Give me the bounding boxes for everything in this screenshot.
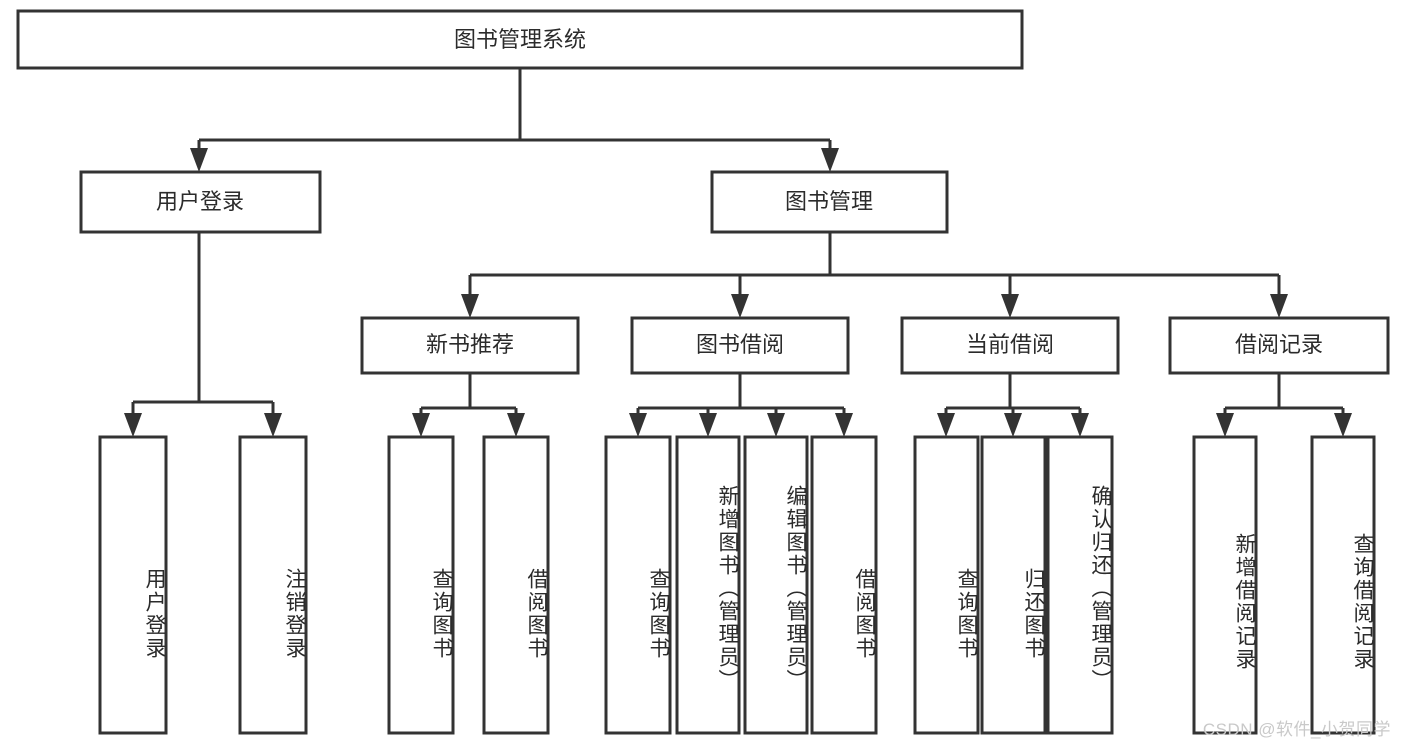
arrow-to-current-borrow xyxy=(1001,294,1019,318)
node-book-borrow-box[interactable] xyxy=(630,316,850,375)
edge-book-borrow-to-leaves-bus xyxy=(636,373,846,422)
arrow-to-borrow-record xyxy=(1270,294,1288,318)
edge-borrow-record-to-leaves-bus xyxy=(1223,373,1345,422)
node-new-book-recommend-box[interactable] xyxy=(360,316,580,375)
node-root[interactable]: 图书管理系统 xyxy=(16,9,1024,70)
node-leaf-edit-book-box[interactable] xyxy=(743,435,809,735)
arrow-to-leaf-add-book xyxy=(699,413,717,437)
arrow-to-leaf-add-record xyxy=(1216,413,1234,437)
arrow-root-to-user-login xyxy=(190,148,208,172)
csdn-watermark: CSDN @软件_小贺同学 xyxy=(1202,720,1391,739)
node-leaf-confirm-return-box[interactable] xyxy=(1046,435,1114,735)
arrow-to-leaf-return-book xyxy=(1004,413,1022,437)
node-leaf-add-record-box[interactable] xyxy=(1192,435,1258,735)
node-leaf-borrow-query-book-box[interactable] xyxy=(604,435,672,735)
node-current-borrow-label: 当前借阅 xyxy=(966,332,1054,357)
node-borrow-record-label: 借阅记录 xyxy=(1235,332,1323,357)
arrow-to-leaf-borrow-book xyxy=(835,413,853,437)
node-leaf-return-book-box[interactable] xyxy=(980,435,1047,735)
arrow-to-leaf-rec-query-book xyxy=(412,413,430,437)
arrow-to-leaf-confirm-return xyxy=(1071,413,1089,437)
edge-new-book-recommend-to-leaves-bus xyxy=(419,373,518,422)
node-user-login[interactable]: 用户登录 xyxy=(79,170,322,234)
node-new-book-recommend-label: 新书推荐 xyxy=(426,332,514,357)
node-leaf-logout-box[interactable] xyxy=(238,435,308,735)
node-root-box[interactable] xyxy=(16,9,1024,70)
node-book-manage[interactable]: 图书管理 xyxy=(710,170,949,234)
node-layer: 图书管理系统 用户登录 图书管理 新书推荐 图书借阅 xyxy=(16,9,1390,735)
node-leaf-query-record-box[interactable] xyxy=(1310,435,1376,735)
node-book-manage-box[interactable] xyxy=(710,170,949,234)
edge-root-to-level2-bus xyxy=(197,68,832,157)
arrow-to-leaf-query-record xyxy=(1334,413,1352,437)
node-leaf-user-login-box[interactable] xyxy=(98,435,168,735)
node-leaf-rec-borrow-book-box[interactable] xyxy=(482,435,550,735)
node-root-label: 图书管理系统 xyxy=(454,27,586,52)
arrow-to-book-borrow xyxy=(731,294,749,318)
node-leaf-add-book-box[interactable] xyxy=(675,435,741,735)
node-book-manage-label: 图书管理 xyxy=(785,189,873,214)
edge-book-manage-to-level3-bus xyxy=(468,232,1281,303)
edge-user-login-to-leaves-bus xyxy=(131,232,275,422)
node-borrow-record[interactable]: 借阅记录 xyxy=(1168,316,1390,375)
arrow-to-leaf-cur-query-book xyxy=(937,413,955,437)
node-borrow-record-box[interactable] xyxy=(1168,316,1390,375)
node-current-borrow[interactable]: 当前借阅 xyxy=(900,316,1120,375)
node-leaf-cur-query-book-box[interactable] xyxy=(913,435,980,735)
node-user-login-label: 用户登录 xyxy=(156,189,244,214)
arrow-to-leaf-user-login xyxy=(124,413,142,437)
node-leaf-borrow-book-box[interactable] xyxy=(810,435,878,735)
arrow-to-new-book-recommend xyxy=(461,294,479,318)
arrow-to-leaf-edit-book xyxy=(767,413,785,437)
node-leaf-rec-query-book-box[interactable] xyxy=(387,435,455,735)
connector-layer xyxy=(124,68,1352,437)
node-current-borrow-box[interactable] xyxy=(900,316,1120,375)
arrow-to-leaf-borrow-query-book xyxy=(629,413,647,437)
arrow-to-leaf-rec-borrow-book xyxy=(507,413,525,437)
arrow-to-leaf-logout xyxy=(264,413,282,437)
node-book-borrow-label: 图书借阅 xyxy=(696,332,784,357)
node-book-borrow[interactable]: 图书借阅 xyxy=(630,316,850,375)
arrow-root-to-book-manage xyxy=(821,148,839,172)
node-user-login-box[interactable] xyxy=(79,170,322,234)
node-new-book-recommend[interactable]: 新书推荐 xyxy=(360,316,580,375)
